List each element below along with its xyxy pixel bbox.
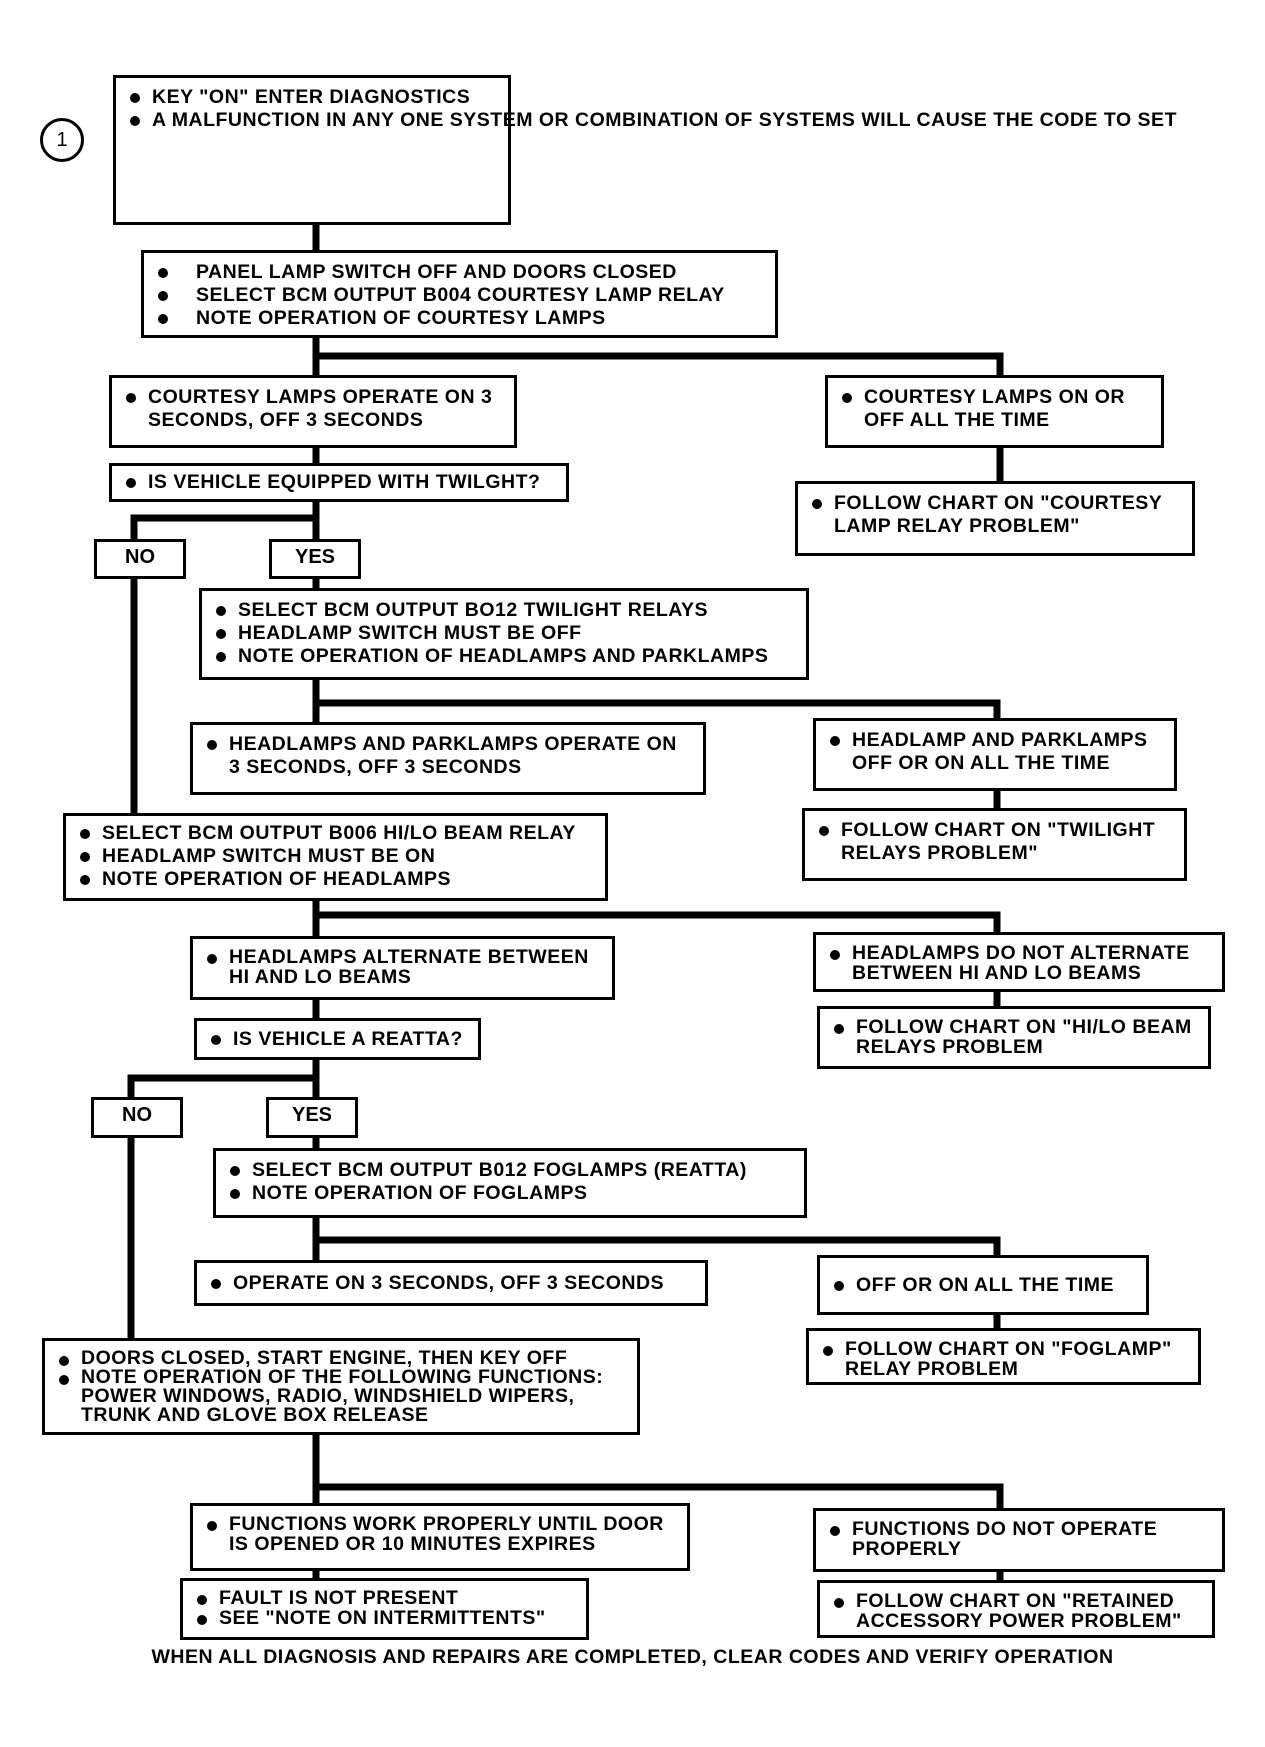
bullet-text: FOLLOW CHART ON "COURTESY LAMP RELAY PRO…: [810, 492, 1180, 538]
twilight-fail-box: HEADLAMP AND PARKLAMPS OFF OR ON ALL THE…: [813, 718, 1177, 791]
hilo-fail-box: HEADLAMPS DO NOT ALTERNATE BETWEEN HI AN…: [813, 932, 1225, 992]
hilo-fail-action-box: FOLLOW CHART ON "HI/LO BEAM RELAYS PROBL…: [817, 1006, 1211, 1069]
reatta-question-box: IS VEHICLE A REATTA?: [194, 1018, 481, 1060]
bullet-text: OFF OR ON ALL THE TIME: [832, 1274, 1134, 1297]
fog-test-box: SELECT BCM OUTPUT B012 FOGLAMPS (REATTA)…: [213, 1148, 807, 1218]
bullet-text: OPERATE ON 3 SECONDS, OFF 3 SECONDS: [209, 1272, 693, 1295]
bullet-text: SELECT BCM OUTPUT BO12 TWILIGHT RELAYS: [214, 599, 794, 622]
twilight-fail-action-box: FOLLOW CHART ON "TWILIGHT RELAYS PROBLEM…: [802, 808, 1187, 881]
bullet-text: KEY "ON" ENTER DIAGNOSTICS: [128, 86, 496, 109]
bullet-text: IS VEHICLE A REATTA?: [209, 1028, 466, 1051]
fog-fail-action-box: FOLLOW CHART ON "FOGLAMP" RELAY PROBLEM: [806, 1328, 1201, 1385]
bullet-text: FOLLOW CHART ON "RETAINED ACCESSORY POWE…: [832, 1591, 1200, 1631]
courtesy-fail-action-box: FOLLOW CHART ON "COURTESY LAMP RELAY PRO…: [795, 481, 1195, 556]
bullet-text: NOTE OPERATION OF HEADLAMPS AND PARKLAMP…: [214, 645, 794, 668]
reatta-yes-label: YES: [266, 1097, 358, 1138]
bullet-text: IS VEHICLE EQUIPPED WITH TWILGHT?: [124, 471, 554, 494]
bullet-text: FOLLOW CHART ON "FOGLAMP" RELAY PROBLEM: [821, 1339, 1186, 1379]
bullet-text: HEADLAMP AND PARKLAMPS OFF OR ON ALL THE…: [828, 729, 1162, 775]
bullet-text: NOTE OPERATION OF HEADLAMPS: [78, 868, 593, 891]
bullet-text: PANEL LAMP SWITCH OFF AND DOORS CLOSED: [156, 261, 763, 284]
bullet-text: A MALFUNCTION IN ANY ONE SYSTEM OR COMBI…: [128, 109, 1176, 132]
bullet-text: COURTESY LAMPS ON OR OFF ALL THE TIME: [840, 386, 1149, 432]
bullet-text: HEADLAMP SWITCH MUST BE ON: [78, 845, 593, 868]
step-number: 1: [40, 118, 84, 162]
bullet-text: NOTE OPERATION OF FOGLAMPS: [228, 1182, 792, 1205]
rap-test-box: DOORS CLOSED, START ENGINE, THEN KEY OFF…: [42, 1338, 640, 1435]
bullet-text: FAULT IS NOT PRESENT: [195, 1588, 574, 1608]
bullet-text: FOLLOW CHART ON "TWILIGHT RELAYS PROBLEM…: [817, 819, 1172, 865]
bullet-text: NOTE OPERATION OF COURTESY LAMPS: [156, 307, 763, 330]
bullet-text: SEE "NOTE ON INTERMITTENTS": [195, 1608, 574, 1628]
bullet-text: HEADLAMP SWITCH MUST BE OFF: [214, 622, 794, 645]
bullet-text: SELECT BCM OUTPUT B006 HI/LO BEAM RELAY: [78, 822, 593, 845]
bullet-text: FUNCTIONS DO NOT OPERATE PROPERLY: [828, 1519, 1210, 1559]
rap-fail-box: FUNCTIONS DO NOT OPERATE PROPERLY: [813, 1508, 1225, 1572]
reatta-no-label: NO: [91, 1097, 183, 1138]
bullet-text: NOTE OPERATION OF THE FOLLOWING FUNCTION…: [57, 1367, 625, 1425]
bullet-text: HEADLAMPS ALTERNATE BETWEEN HI AND LO BE…: [205, 947, 600, 987]
bullet-text: FUNCTIONS WORK PROPERLY UNTIL DOOR IS OP…: [205, 1514, 675, 1554]
bullet-text: COURTESY LAMPS OPERATE ON 3 SECONDS, OFF…: [124, 386, 502, 432]
bullet-text: HEADLAMPS DO NOT ALTERNATE BETWEEN HI AN…: [828, 943, 1210, 983]
twilight-ok-box: HEADLAMPS AND PARKLAMPS OPERATE ON 3 SEC…: [190, 722, 706, 795]
hilo-ok-box: HEADLAMPS ALTERNATE BETWEEN HI AND LO BE…: [190, 936, 615, 1000]
footer-note: WHEN ALL DIAGNOSIS AND REPAIRS ARE COMPL…: [151, 1646, 1114, 1668]
twilight-yes-label: YES: [269, 539, 361, 579]
rap-fail-action-box: FOLLOW CHART ON "RETAINED ACCESSORY POWE…: [817, 1580, 1215, 1638]
bullet-text: SELECT BCM OUTPUT B012 FOGLAMPS (REATTA): [228, 1159, 792, 1182]
courtesy-ok-box: COURTESY LAMPS OPERATE ON 3 SECONDS, OFF…: [109, 375, 517, 448]
bullet-text: FOLLOW CHART ON "HI/LO BEAM RELAYS PROBL…: [832, 1017, 1196, 1057]
bullet-text: DOORS CLOSED, START ENGINE, THEN KEY OFF: [57, 1348, 625, 1368]
fog-fail-box: OFF OR ON ALL THE TIME: [817, 1255, 1149, 1315]
twilight-no-label: NO: [94, 539, 186, 579]
fog-ok-box: OPERATE ON 3 SECONDS, OFF 3 SECONDS: [194, 1260, 708, 1306]
twilight-question-box: IS VEHICLE EQUIPPED WITH TWILGHT?: [109, 463, 569, 502]
rap-ok-box: FUNCTIONS WORK PROPERLY UNTIL DOOR IS OP…: [190, 1503, 690, 1571]
bullet-text: SELECT BCM OUTPUT B004 COURTESY LAMP REL…: [156, 284, 763, 307]
courtesy-fail-box: COURTESY LAMPS ON OR OFF ALL THE TIME: [825, 375, 1164, 448]
bullet-text: HEADLAMPS AND PARKLAMPS OPERATE ON 3 SEC…: [205, 733, 691, 779]
